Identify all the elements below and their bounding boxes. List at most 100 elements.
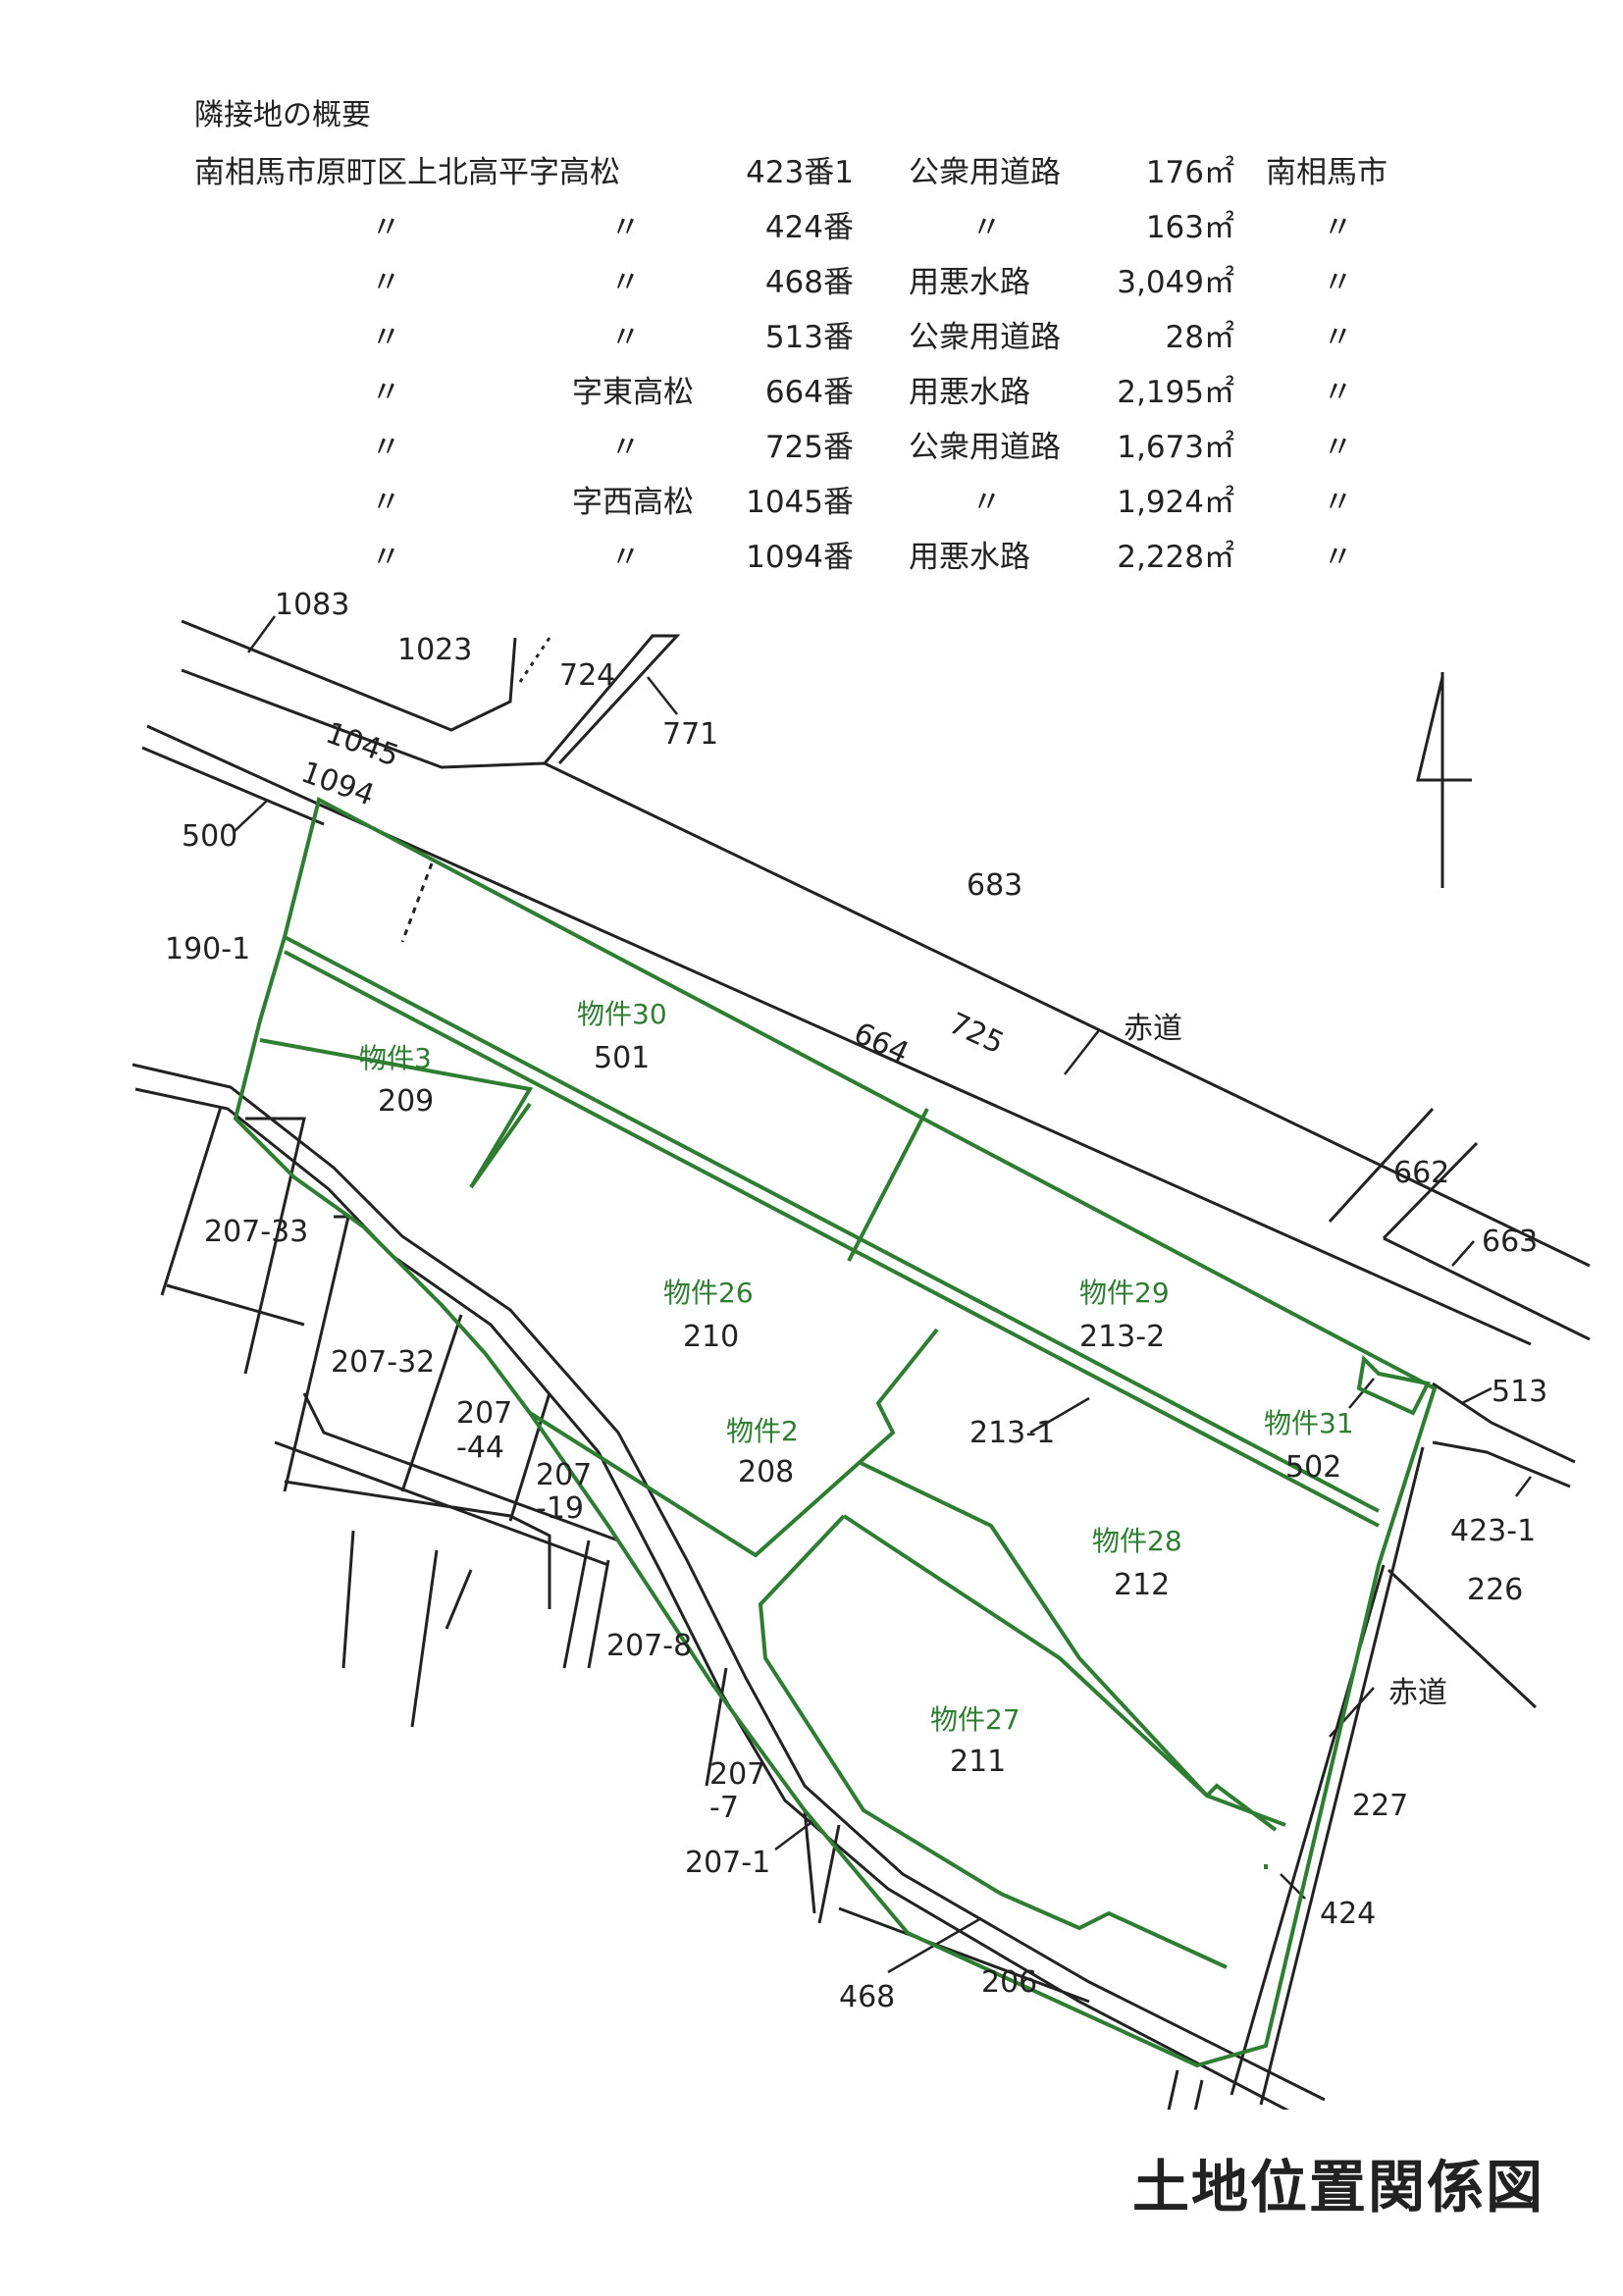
leader-line xyxy=(1329,1687,1375,1738)
property-label: 物件30 xyxy=(577,998,667,1030)
leader-line xyxy=(1451,1240,1475,1267)
ditch-line xyxy=(400,862,434,943)
lot-label: 663 xyxy=(1482,1225,1538,1259)
row-owner: 〃 xyxy=(1323,540,1353,575)
row-use: 用悪水路 xyxy=(909,265,1030,300)
row-location: 〃 xyxy=(371,430,401,465)
row-use: 〃 xyxy=(971,485,1002,520)
row-area: 2,228㎡ xyxy=(1117,540,1234,575)
road-label: 赤道 xyxy=(1388,1676,1447,1710)
ditch-line xyxy=(518,637,551,683)
boundary-line xyxy=(341,1530,610,1728)
row-use: 〃 xyxy=(971,210,1002,245)
row-area: 163㎡ xyxy=(1145,210,1234,245)
lot-label: 664 xyxy=(849,1017,915,1071)
row-lot: 468番 xyxy=(764,265,854,300)
north-arrow-icon xyxy=(1416,672,1472,888)
lot-label: 683 xyxy=(967,868,1022,903)
property-label: 物件26 xyxy=(663,1277,754,1309)
row-lot: 1094番 xyxy=(746,540,854,575)
row-owner: 〃 xyxy=(1323,430,1353,465)
lot-label: 501 xyxy=(594,1041,650,1075)
property-label: 物件3 xyxy=(359,1042,432,1074)
row-owner: 〃 xyxy=(1323,375,1353,410)
summary-row: 〃 〃 424番 〃 163㎡ 〃 xyxy=(0,202,1623,247)
property-label: 物件27 xyxy=(930,1703,1021,1736)
waterway-line xyxy=(131,1063,1326,2102)
lot-label: 209 xyxy=(378,1084,434,1119)
leader-line xyxy=(774,1819,815,1851)
lot-labels: 1083 1023 724 771 1045 1094 500 683 190-… xyxy=(165,588,1547,2014)
parcel-line xyxy=(284,935,1380,1513)
road-line xyxy=(141,746,325,826)
row-owner: 〃 xyxy=(1323,485,1353,520)
road-line xyxy=(181,619,517,732)
lot-label: 1023 xyxy=(397,633,472,667)
row-location: 〃 xyxy=(371,375,401,410)
lot-label: 212 xyxy=(1114,1568,1170,1602)
summary-row: 南相馬市原町区上北高平字高松 423番1 公衆用道路 176㎡ 南相馬市 xyxy=(0,147,1623,192)
row-aza: 字西高松 xyxy=(572,485,694,520)
row-lot: 664番 xyxy=(764,375,854,410)
lot-label: -7 xyxy=(709,1791,739,1825)
summary-row: 〃 〃 1094番 用悪水路 2,228㎡ 〃 xyxy=(0,532,1623,577)
lot-label: 206 xyxy=(981,1965,1037,2000)
leader-line xyxy=(1515,1476,1532,1497)
row-use: 用悪水路 xyxy=(909,540,1030,575)
page-title: 土地位置関係図 xyxy=(1131,2154,1544,2220)
north-arrow-icon xyxy=(1416,672,1472,888)
leader-line xyxy=(647,676,678,715)
lot-label: 207 xyxy=(536,1458,592,1492)
row-lot: 424番 xyxy=(764,210,854,245)
leader-line xyxy=(1348,1378,1375,1409)
lot-label: 724 xyxy=(559,658,615,693)
row-lot: 423番1 xyxy=(746,155,854,190)
property-label: 物件29 xyxy=(1079,1277,1170,1309)
property-label: 物件28 xyxy=(1092,1525,1182,1557)
row-aza: 字東高松 xyxy=(572,375,694,410)
row-location: 〃 xyxy=(371,320,401,355)
row-owner: 南相馬市 xyxy=(1266,155,1387,190)
lot-label: 468 xyxy=(839,1980,895,2014)
property-labels: 物件30 物件3 物件26 物件29 物件2 物件31 物件28 物件27 xyxy=(359,998,1354,1736)
summary-row: 〃 字東高松 664番 用悪水路 2,195㎡ 〃 xyxy=(0,367,1623,412)
row-area: 1,924㎡ xyxy=(1117,485,1234,520)
lot-label: 207-33 xyxy=(204,1215,308,1249)
row-area: 3,049㎡ xyxy=(1117,265,1234,300)
parcel-line xyxy=(858,1460,1286,1827)
road-line xyxy=(146,724,1532,1346)
row-owner: 〃 xyxy=(1323,320,1353,355)
lot-label: 190-1 xyxy=(165,932,250,966)
lot-label: 210 xyxy=(683,1320,739,1354)
row-area: 28㎡ xyxy=(1165,320,1234,355)
lot-label: 502 xyxy=(1285,1450,1341,1485)
leader-line xyxy=(1461,1386,1492,1405)
row-lot: 1045番 xyxy=(746,485,854,520)
lot-label: 207-8 xyxy=(606,1629,692,1663)
parcel-line xyxy=(528,1328,939,1558)
row-aza: 〃 xyxy=(610,265,641,300)
lot-label: 227 xyxy=(1352,1789,1408,1823)
adjacent-land-summary: 隣接地の概要 南相馬市原町区上北高平字高松 423番1 公衆用道路 176㎡ 南… xyxy=(0,0,1623,589)
parcel-31-box xyxy=(1356,1354,1431,1416)
lot-label: 771 xyxy=(662,717,718,752)
row-owner: 〃 xyxy=(1323,265,1353,300)
row-location: 〃 xyxy=(371,210,401,245)
parcel-line xyxy=(259,1038,534,1189)
property-label: 物件2 xyxy=(726,1415,799,1447)
lot-label: 211 xyxy=(950,1745,1006,1779)
parcel-line xyxy=(847,1108,929,1262)
leader-line xyxy=(1029,1396,1090,1435)
row-use: 用悪水路 xyxy=(909,375,1030,410)
lot-label: 213-1 xyxy=(969,1416,1055,1450)
row-use: 公衆用道路 xyxy=(909,320,1061,355)
row-location: 〃 xyxy=(371,265,401,300)
boundary-line xyxy=(838,1906,1090,2004)
lot-label: 500 xyxy=(182,819,237,854)
row-area: 2,195㎡ xyxy=(1117,375,1234,410)
boundary-line xyxy=(284,1314,551,1609)
lot-label: -44 xyxy=(456,1431,504,1465)
boundary-line xyxy=(166,1283,619,1567)
property-label: 物件31 xyxy=(1264,1407,1354,1439)
lot-label: 207 xyxy=(709,1757,765,1792)
